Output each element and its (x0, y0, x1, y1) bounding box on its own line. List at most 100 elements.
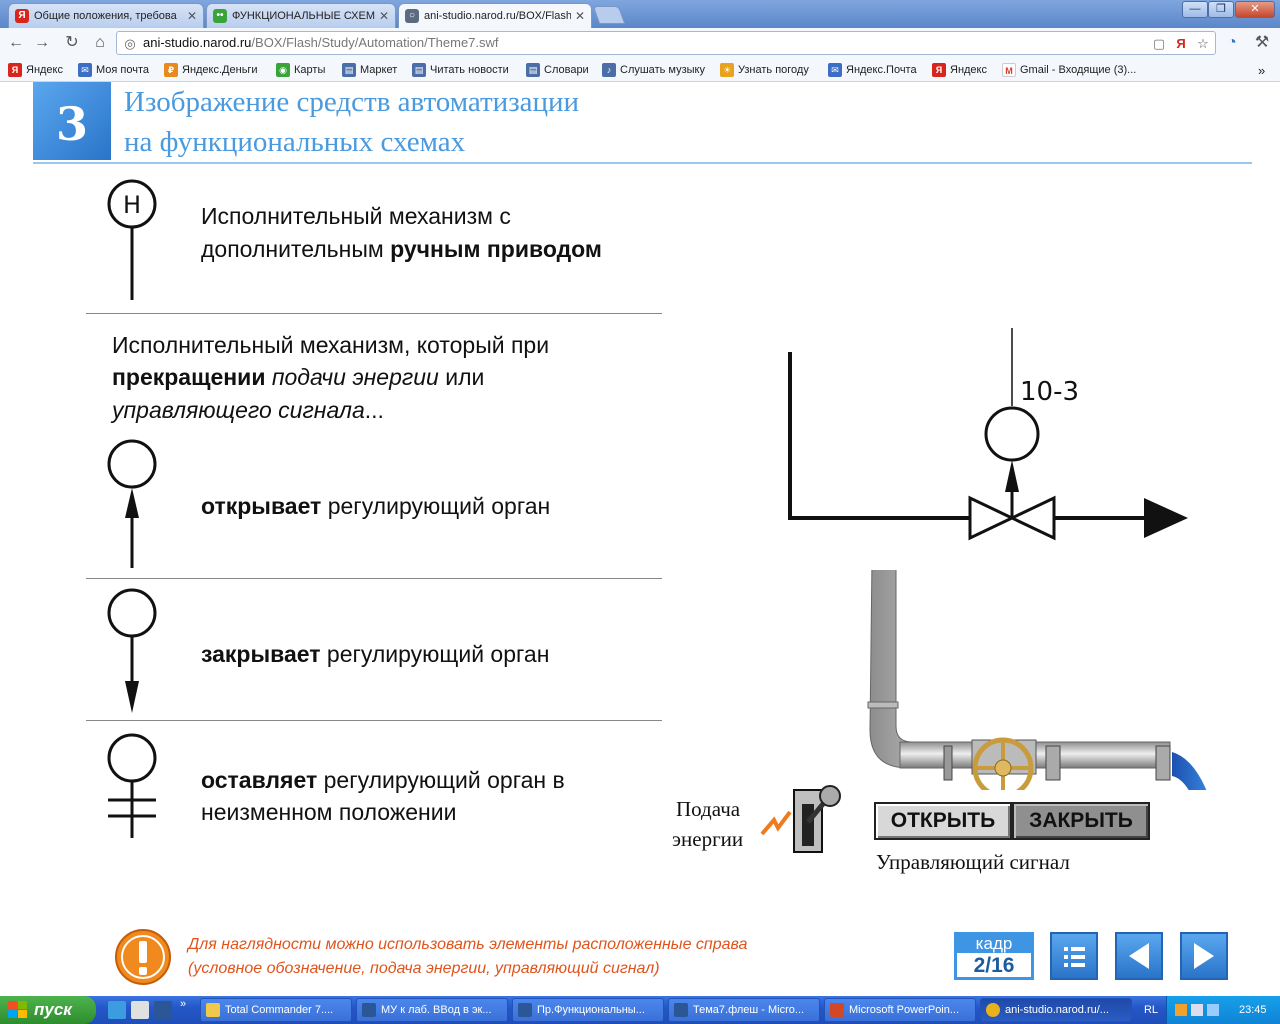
bookmark-read-news[interactable]: ▤Читать новости (412, 62, 509, 78)
taskbar-powerpoint[interactable]: Microsoft PowerPoin... (824, 998, 976, 1022)
wrench-icon[interactable]: ⚒ (1254, 34, 1270, 51)
bookmark-market[interactable]: ▤ Маркет (342, 62, 397, 78)
bookmark-music[interactable]: ♪Слушать музыку (602, 62, 705, 78)
market-icon: ▤ (342, 63, 356, 77)
quicklaunch-app-icon[interactable] (131, 1001, 149, 1019)
bookmark-label: Яндекс.Деньги (182, 64, 258, 76)
scheme-position-label: 10-3 (1020, 377, 1079, 407)
tab-ani-studio[interactable]: ○ ani-studio.narod.ru/BOX/Flash ✕ (398, 3, 592, 28)
maximize-button[interactable]: ❐ (1208, 1, 1234, 18)
triangle-right-icon (1194, 943, 1214, 969)
quicklaunch-word-icon[interactable] (154, 1001, 172, 1019)
minimize-button[interactable]: — (1182, 1, 1208, 18)
divider (86, 720, 662, 721)
list-icon (1064, 947, 1085, 967)
intro-line1: Исполнительный механизм, который при (112, 332, 550, 358)
bookmark-label: Яндекс.Почта (846, 64, 917, 76)
intro-line2: прекращении подачи энергии или (112, 364, 485, 390)
lightning-icon (760, 810, 792, 836)
quicklaunch-overflow-icon[interactable]: » (180, 998, 187, 1010)
close-tab-icon[interactable]: ✕ (186, 9, 197, 23)
yandex-icon: Я (15, 9, 29, 23)
yandex-mail-icon: ✉ (828, 63, 842, 77)
energy-supply-switch[interactable] (758, 782, 850, 856)
page-action-icon[interactable]: ▢ (1152, 36, 1166, 51)
clock[interactable]: 23:45 (1239, 1004, 1267, 1016)
total-commander-icon (206, 1003, 220, 1017)
bookmarks-overflow-icon[interactable]: » (1258, 62, 1266, 78)
chat-icon[interactable]: ◔ (1227, 34, 1237, 51)
keeps-text-line1: оставляет регулирующий орган в (201, 767, 565, 793)
opens-text: открывает регулирующий орган (201, 493, 551, 519)
taskbar-word-doc-2[interactable]: Пр.Функциональны... (512, 998, 664, 1022)
previous-frame-button[interactable] (1115, 932, 1163, 980)
star-icon[interactable]: ☆ (1197, 36, 1209, 51)
open-button[interactable]: ОТКРЫТЬ (874, 802, 1012, 840)
gmail-icon: M (1002, 63, 1016, 77)
slide-number-badge: 3 (33, 82, 111, 160)
valve-scheme-diagram: 10-3 (788, 328, 1188, 541)
intro-line3: управляющего сигнала... (112, 397, 384, 423)
music-icon: ♪ (602, 63, 616, 77)
back-arrow-icon[interactable]: ← (8, 34, 24, 51)
globe-icon: ○ (405, 9, 419, 23)
bookmark-maps[interactable]: ◉ Карты (276, 62, 325, 78)
word-icon (518, 1003, 532, 1017)
fail-open-actuator-symbol (107, 439, 157, 568)
close-tab-icon[interactable]: ✕ (378, 9, 389, 23)
bookmark-label: Маркет (360, 64, 398, 76)
new-tab-button[interactable] (592, 6, 626, 24)
home-icon[interactable]: ⌂ (95, 34, 105, 51)
money-icon: ₽ (164, 63, 178, 77)
close-window-button[interactable]: ✕ (1235, 1, 1275, 18)
language-indicator[interactable]: RL (1143, 1004, 1159, 1016)
fail-last-position-actuator-symbol (107, 733, 157, 838)
manual-drive-actuator-symbol: Н (107, 179, 157, 300)
energy-supply-label-line1: Подача (676, 797, 741, 821)
bookmark-yandex-money[interactable]: ₽ Яндекс.Деньги (164, 62, 258, 78)
close-button[interactable]: ЗАКРЫТЬ (1012, 802, 1150, 840)
address-bar[interactable]: ◎ ani-studio.narod.ru/BOX/Flash/Study/Au… (116, 31, 1216, 55)
reload-icon[interactable]: ↻ (65, 34, 79, 51)
exclamation-icon (115, 929, 171, 985)
tab-general-provisions[interactable]: Я Общие положения, требова ✕ (8, 3, 204, 28)
bookmark-label: Карты (294, 64, 326, 76)
triangle-left-icon (1129, 943, 1149, 969)
bookmark-label: Яндекс (950, 64, 987, 76)
divider (86, 313, 662, 314)
tab-title: Общие положения, требова (34, 10, 177, 22)
close-tab-icon[interactable]: ✕ (574, 9, 585, 23)
site-icon: •• (213, 9, 227, 23)
taskbar-word-doc-1[interactable]: МУ к лаб. ВВод в эк... (356, 998, 508, 1022)
bookmark-dictionaries[interactable]: ▤Словари (526, 62, 589, 78)
frame-counter: кадр 2/16 (954, 932, 1034, 980)
taskbar-total-commander[interactable]: Total Commander 7.... (200, 998, 352, 1022)
bookmark-yandex-mail[interactable]: ✉ Яндекс.Почта (828, 62, 917, 78)
yandex-icon[interactable]: Я (1176, 36, 1186, 51)
maps-icon: ◉ (276, 63, 290, 77)
bookmark-weather[interactable]: ☀Узнать погоду (720, 62, 809, 78)
network-icon[interactable] (1191, 1004, 1203, 1016)
quicklaunch-ie-icon[interactable] (108, 1001, 126, 1019)
start-button[interactable]: пуск (0, 996, 96, 1024)
volume-icon[interactable] (1175, 1004, 1187, 1016)
title-divider (33, 162, 1252, 164)
next-frame-button[interactable] (1180, 932, 1228, 980)
windows-logo-icon (8, 1001, 27, 1018)
bookmark-my-mail[interactable]: ✉Моя почта (78, 62, 149, 78)
menu-button[interactable] (1050, 932, 1098, 980)
slide-title-line1: Изображение средств автоматизации (124, 86, 580, 118)
forward-arrow-icon[interactable]: → (34, 34, 50, 51)
taskbar-chrome[interactable]: ani-studio.narod.ru/... (980, 998, 1132, 1022)
tab-functional-schemes[interactable]: •• ФУНКЦИОНАЛЬНЫЕ СХЕМЫ С ✕ (206, 3, 396, 28)
yandex-icon: Я (8, 63, 22, 77)
taskbar-word-doc-3[interactable]: Тема7.флеш - Micro... (668, 998, 820, 1022)
tray-app-icon[interactable] (1207, 1004, 1219, 1016)
manual-drive-text-line2: дополнительным ручным приводом (201, 236, 602, 262)
bookmark-label: Узнать погоду (738, 64, 809, 76)
